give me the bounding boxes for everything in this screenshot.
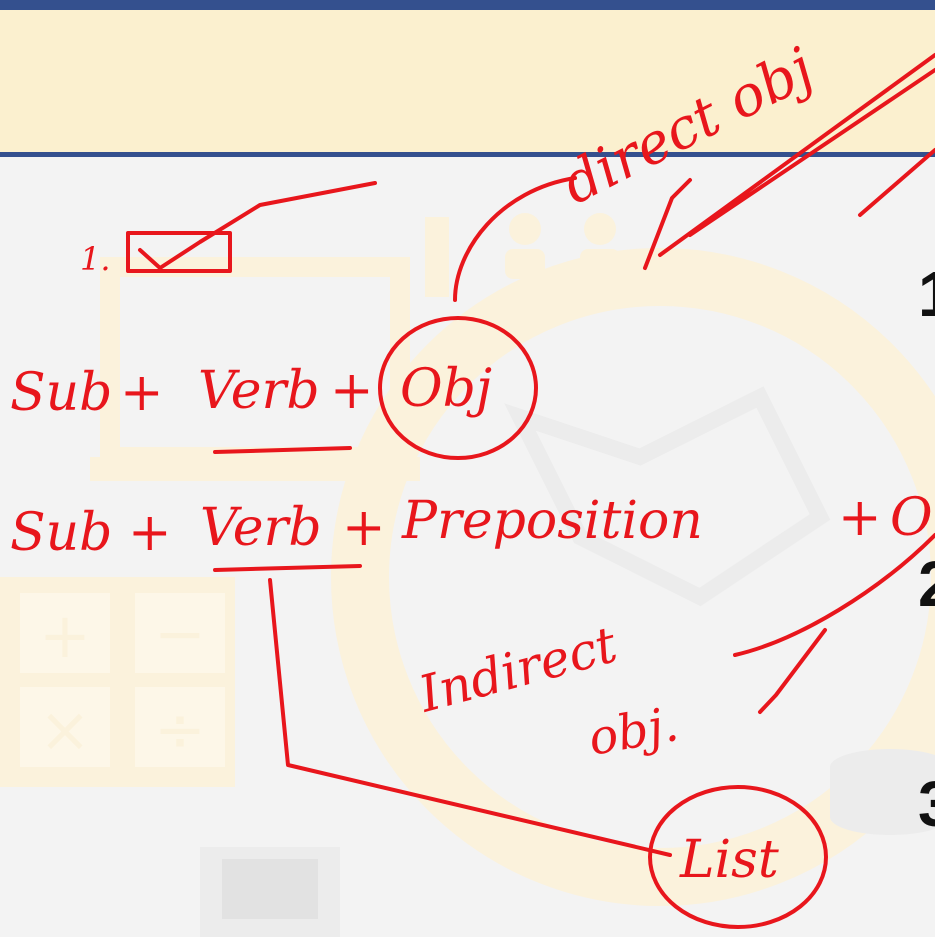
- watermark-document-icon: [200, 847, 340, 937]
- header-top-rule: [0, 0, 935, 10]
- watermark-calculator-icon: + − × ÷: [0, 577, 235, 787]
- watermark-laptop-icon: [90, 257, 420, 481]
- svg-text:×: ×: [39, 693, 91, 766]
- watermark-coins-icon: [830, 749, 935, 835]
- title-band: [0, 10, 935, 157]
- list-number-2: 2: [918, 552, 935, 616]
- svg-text:÷: ÷: [154, 693, 206, 766]
- list-number-3: 3: [918, 772, 935, 836]
- list-number-1: 1: [918, 262, 935, 326]
- svg-text:−: −: [154, 597, 206, 670]
- watermark-handshake-icon: [504, 386, 831, 607]
- svg-text:+: +: [39, 599, 91, 672]
- background-illustration: + − × ÷: [0, 213, 935, 937]
